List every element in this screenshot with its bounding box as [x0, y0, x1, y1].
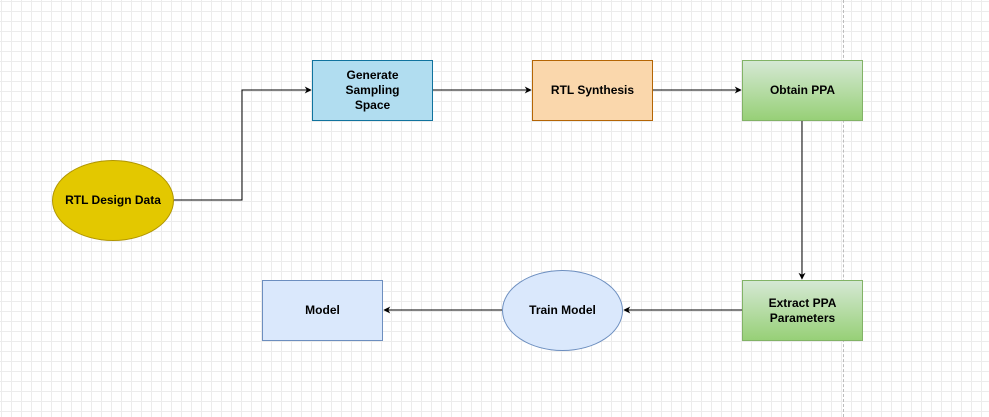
node-model[interactable]: Model	[262, 280, 383, 341]
node-train-model[interactable]: Train Model	[502, 270, 623, 351]
node-rtl-synthesis[interactable]: RTL Synthesis	[532, 60, 653, 121]
node-obtain-ppa-label: Obtain PPA	[769, 83, 836, 97]
node-extract-ppa-parameters-label-line1: Extract PPA	[768, 295, 837, 310]
node-train-model-label: Train Model	[529, 303, 596, 317]
node-model-label: Model	[305, 303, 340, 317]
node-extract-ppa-parameters[interactable]: Extract PPA Parameters	[742, 280, 863, 341]
node-generate-sampling-space-label-line1: Generate Sampling	[345, 68, 400, 97]
page-break-line	[843, 0, 844, 417]
node-generate-sampling-space-label-line2: Space	[354, 98, 391, 112]
node-extract-ppa-parameters-label-line2: Parameters	[769, 310, 836, 325]
node-rtl-design-data-label: RTL Design Data	[65, 193, 161, 207]
node-generate-sampling-space[interactable]: Generate Sampling Space	[312, 60, 433, 121]
node-generate-sampling-space-text: Generate Sampling Space	[319, 68, 426, 113]
node-extract-ppa-parameters-text: Extract PPA Parameters	[769, 296, 837, 326]
node-rtl-synthesis-label: RTL Synthesis	[550, 83, 635, 97]
node-rtl-design-data[interactable]: RTL Design Data	[52, 160, 174, 241]
edge-rtl-design-to-sampling	[174, 86, 312, 201]
node-obtain-ppa[interactable]: Obtain PPA	[742, 60, 863, 121]
